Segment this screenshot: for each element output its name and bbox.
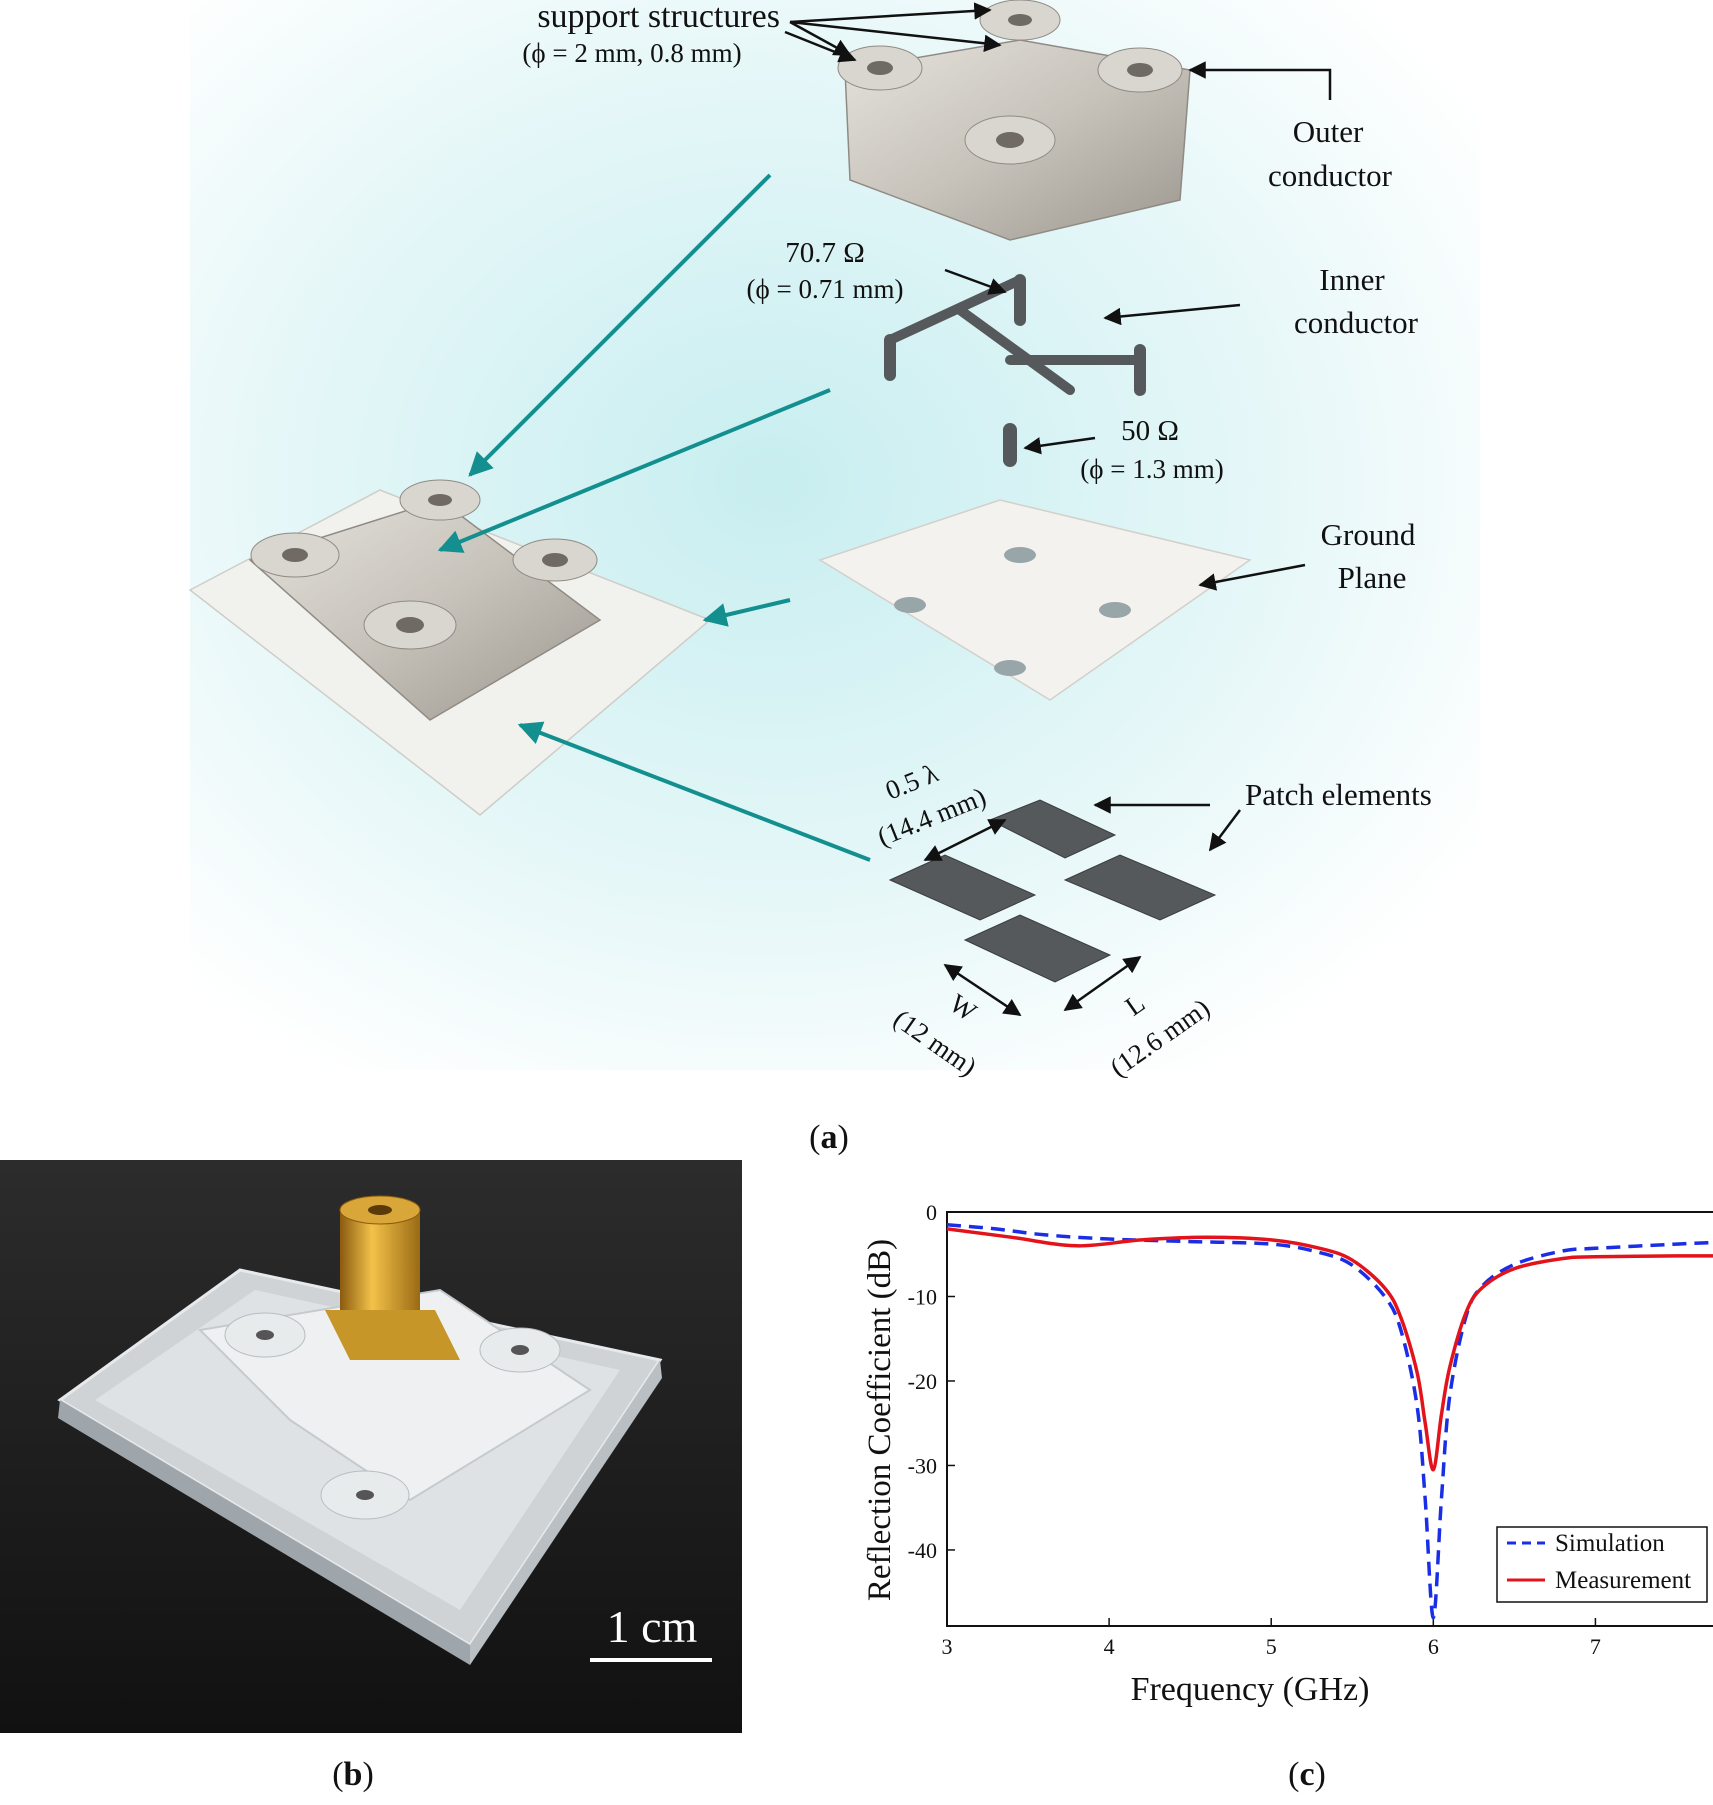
ground-plane-part <box>818 499 1252 701</box>
patch-elements-label: Patch elements <box>1245 777 1432 812</box>
support-structures-title: support structures <box>537 0 780 35</box>
ground-plane-label-line1: Ground <box>1321 517 1416 552</box>
outer-conductor-label-line1: Outer <box>1293 114 1364 149</box>
callout-arrows <box>784 2 1332 1017</box>
panel-c: 3 4 5 6 7 0 -10 -20 -30 -40 Frequency (GHz) Refle… <box>862 1200 1713 1793</box>
outer-conductor-part <box>837 0 1191 241</box>
caption-b: (b) <box>332 1756 374 1793</box>
legend-simulation-label: Simulation <box>1555 1530 1665 1557</box>
prototype-photo <box>57 1195 663 1665</box>
impedance-50-dims: (ϕ = 1.3 mm) <box>1080 454 1223 484</box>
x-axis-label: Frequency (GHz) <box>1131 1671 1370 1708</box>
y-tick-label: 0 <box>926 1200 937 1225</box>
ground-plane-label-line2: Plane <box>1338 560 1407 595</box>
outer-conductor-label-line2: conductor <box>1268 158 1393 193</box>
reflection-chart: 3 4 5 6 7 0 -10 -20 -30 -40 Frequency (GHz) Refle… <box>862 1200 1713 1708</box>
x-tick-label: 5 <box>1266 1634 1277 1659</box>
scale-bar-label: 1 cm <box>607 1601 698 1652</box>
chart-series <box>946 1222 1713 1620</box>
inner-conductor-label-line2: conductor <box>1294 305 1419 340</box>
x-tick-label: 7 <box>1590 1634 1601 1659</box>
series-line-measurement <box>946 1227 1713 1472</box>
arrow-patch-to-assembly <box>517 721 871 862</box>
y-tick-label: -40 <box>908 1538 937 1563</box>
impedance-70-dims: (ϕ = 0.71 mm) <box>747 274 904 304</box>
legend-box <box>1496 1526 1708 1603</box>
arrow-ground-to-assembly <box>702 598 791 627</box>
impedance-50-value: 50 Ω <box>1121 415 1179 447</box>
x-tick-label: 6 <box>1428 1634 1439 1659</box>
impedance-70-value: 70.7 Ω <box>785 237 865 269</box>
series-line-simulation <box>946 1222 1713 1620</box>
support-structures-dims: (ϕ = 2 mm, 0.8 mm) <box>522 38 741 68</box>
arrow-outer-to-assembly <box>468 173 772 477</box>
legend-measurement-label: Measurement <box>1555 1567 1691 1594</box>
inner-conductor-label-line1: Inner <box>1319 262 1385 297</box>
y-tick-label: -20 <box>908 1369 937 1394</box>
assembly-arrows <box>437 173 871 862</box>
assembled-antenna <box>188 479 712 816</box>
panel-b: 1 cm (b) <box>0 1160 742 1793</box>
legend: Simulation Measurement <box>1496 1526 1708 1603</box>
y-tick-label: -30 <box>908 1453 937 1478</box>
panel-a: support structures (ϕ = 2 mm, 0.8 mm) Ou… <box>188 0 1480 1156</box>
caption-c: (c) <box>1288 1756 1326 1793</box>
arrow-inner-to-assembly <box>437 388 831 553</box>
x-tick-label: 3 <box>942 1634 953 1659</box>
caption-a: (a) <box>809 1119 849 1156</box>
y-axis-label: Reflection Coefficient (dB) <box>862 1239 898 1601</box>
axis-ticks: 3 4 5 6 7 0 -10 -20 -30 -40 <box>908 1200 1601 1659</box>
x-tick-label: 4 <box>1104 1634 1115 1659</box>
y-tick-label: -10 <box>908 1284 937 1309</box>
